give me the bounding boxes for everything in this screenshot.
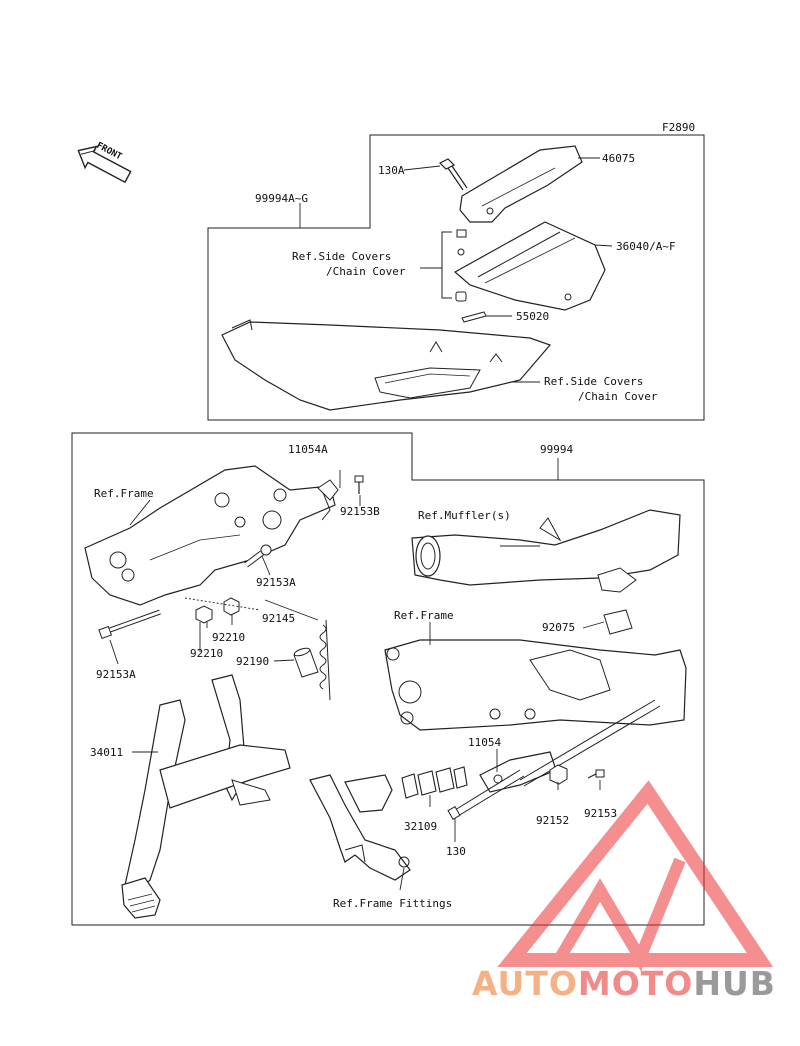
label-92152: 92152: [536, 814, 570, 827]
label-55020: 55020: [516, 310, 550, 323]
label-chain-cover-1: /Chain Cover: [326, 265, 406, 278]
watermark-text: AUTOMOTOHUB: [472, 964, 776, 1003]
tail-cover: [221, 321, 552, 411]
figure-code: F2890: [662, 121, 696, 134]
label-130A: 130A: [378, 164, 405, 177]
nut-92210-b: [223, 597, 240, 616]
label-46075: 46075: [602, 152, 636, 165]
spring-92145: [321, 489, 331, 701]
label-130: 130: [446, 845, 466, 858]
label-92210-1: 92210: [212, 631, 246, 644]
label-99994: 99994: [540, 443, 574, 456]
label-ref-frame-1: Ref.Frame: [94, 487, 154, 500]
label-92153B: 92153B: [340, 505, 380, 518]
label-92153A-2: 92153A: [96, 668, 136, 681]
part-36040-side-cover: [453, 221, 606, 311]
label-ref-muffler: Ref.Muffler(s): [418, 509, 511, 522]
rubber-damper-92075: [603, 609, 633, 635]
fastener-screw: [456, 229, 467, 238]
label-ref-side-covers-2: Ref.Side Covers: [544, 375, 644, 388]
label-92153A-1: 92153A: [256, 576, 296, 589]
label-chain-cover-2: /Chain Cover: [578, 390, 658, 403]
label-99994A-G: 99994A~G: [255, 192, 308, 205]
bolt-92153: [587, 769, 605, 779]
label-11054A: 11054A: [288, 443, 328, 456]
label-32109: 32109: [404, 820, 438, 833]
part-55020-clip: [461, 311, 487, 323]
fastener-grommet: [455, 291, 467, 302]
center-stand-34011: [124, 699, 186, 902]
label-36040: 36040/A~F: [616, 240, 676, 253]
label-92210-2: 92210: [190, 647, 224, 660]
bracket-11054: [479, 751, 557, 793]
label-92190: 92190: [236, 655, 270, 668]
watermark-logo: [497, 780, 774, 972]
bolt-92153B: [354, 475, 364, 494]
leaders-lower-left: [109, 470, 361, 753]
label-34011: 34011: [90, 746, 124, 759]
leaders-upper: [299, 157, 613, 383]
lower-group-outline: [71, 432, 705, 926]
fastener-washer: [457, 248, 465, 256]
ref-frame-right: [384, 639, 687, 731]
upper-group-outline: [207, 134, 705, 421]
bolt-92153A-right: [244, 544, 272, 568]
label-ref-frame-2: Ref.Frame: [394, 609, 454, 622]
nut-92210-a: [195, 605, 213, 624]
label-92145: 92145: [262, 612, 296, 625]
nut-92152: [549, 764, 568, 785]
part-46075-bracket: [459, 145, 583, 223]
collars-32109: [401, 766, 468, 799]
label-92075: 92075: [542, 621, 576, 634]
bolt-130: [454, 769, 525, 817]
ref-frame-fittings: [309, 774, 411, 881]
ref-muffler: [411, 509, 681, 586]
label-ref-side-covers-1: Ref.Side Covers: [292, 250, 392, 263]
label-11054: 11054: [468, 736, 502, 749]
label-ref-frame-fittings: Ref.Frame Fittings: [333, 897, 453, 910]
bolt-130A: [438, 158, 468, 191]
front-arrow: [77, 145, 132, 184]
label-92153: 92153: [584, 807, 618, 820]
ref-frame-casting: [84, 465, 336, 606]
stand-foot-pedal: [121, 877, 161, 919]
bolt-92153A-left: [98, 609, 161, 640]
leaders-lower-right: [399, 458, 605, 891]
